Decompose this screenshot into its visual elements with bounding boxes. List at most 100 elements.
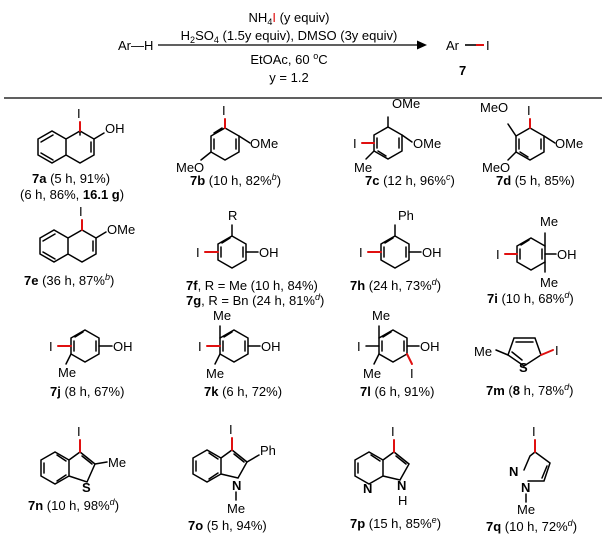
iodine-7j: I (49, 339, 53, 354)
me-7c: Me (354, 160, 372, 175)
product-ar: Ar (446, 38, 460, 53)
me-top-7k: Me (213, 308, 231, 323)
iodine-7a: I (77, 106, 81, 121)
meo-7b: MeO (176, 160, 204, 175)
structure-7q: I N N Me 7q (10 h, 72%d) (486, 424, 577, 534)
ome-top-7c: OMe (392, 96, 420, 111)
structure-7o: I N Me Ph 7o (5 h, 94%) (188, 422, 276, 533)
arrow-head (417, 40, 427, 50)
structure-7f-7g: R OH I 7f, R = Me (10 h, 84%) 7g, R = Bn… (186, 208, 324, 308)
structure-7l: Me OH I Me I 7l (6 h, 91%) (357, 308, 440, 399)
product-iodine: I (486, 38, 490, 53)
iodine-right-7l: I (410, 366, 414, 381)
iodine-7k: I (198, 339, 202, 354)
caption-7a: 7a (5 h, 91%) (32, 171, 110, 186)
me-7o: Me (227, 501, 245, 516)
structure-7p: I N N H 7p (15 h, 85%e) (350, 424, 441, 531)
caption-7d: 7d (5 h, 85%) (496, 173, 575, 188)
nitrogen-left-7q: N (509, 464, 518, 479)
oh-7a: OH (105, 121, 125, 136)
caption-7b: 7b (10 h, 82%b) (190, 172, 281, 188)
iodine-7b: I (222, 103, 226, 118)
ome-right-7c: OMe (413, 136, 441, 151)
structure-7d: I MeO OMe MeO 7d (5 h, 85%) (480, 100, 583, 188)
me-bottom-7l: Me (363, 366, 381, 381)
me-bottom-7k: Me (206, 366, 224, 381)
iodine-7f: I (196, 245, 200, 260)
caption-7k: 7k (6 h, 72%) (204, 384, 282, 399)
me-7m: Me (474, 344, 492, 359)
meo-bottom-7d: MeO (482, 160, 510, 175)
structure-7m: Me S I 7m (8 h, 78%d) (474, 337, 573, 398)
ome-7e: OMe (107, 222, 135, 237)
oh-7k: OH (261, 339, 281, 354)
caption-7o: 7o (5 h, 94%) (188, 518, 267, 533)
caption-7a-line2: (6 h, 86%, 16.1 g) (20, 187, 124, 202)
reagent-line-2: H2SO4 (1.5y equiv), DMSO (3y equiv) (181, 28, 398, 45)
me-7j: Me (58, 365, 76, 380)
condition-line-2: y = 1.2 (269, 70, 308, 85)
reagent-line-1: NH4I (y equiv) (249, 10, 330, 27)
sulfur-7m: S (519, 360, 528, 375)
iodine-7i: I (496, 247, 500, 262)
reaction-header: Ar—H NH4I (y equiv) H2SO4 (1.5y equiv), … (118, 10, 490, 85)
ome-7d: OMe (555, 136, 583, 151)
me-bottom-7i: Me (540, 275, 558, 290)
me-top-7l: Me (372, 308, 390, 323)
iodine-7p: I (391, 424, 395, 439)
hydrogen-7p: H (398, 493, 407, 508)
oh-7i: OH (557, 247, 577, 262)
sulfur-7n: S (82, 480, 91, 495)
structure-7c: OMe OMe I Me 7c (12 h, 96%c) (353, 96, 455, 188)
substrate-label: Ar—H (118, 38, 153, 53)
oh-7f: OH (259, 245, 279, 260)
nitrogen-bottom-7q: N (521, 480, 530, 495)
caption-7g: 7g, R = Bn (24 h, 81%d) (186, 292, 324, 308)
caption-7c: 7c (12 h, 96%c) (365, 172, 455, 188)
nitrogen-nh-7p: N (397, 478, 406, 493)
oh-7j: OH (113, 339, 133, 354)
oh-7h: OH (422, 245, 442, 260)
iodine-7n: I (77, 424, 81, 439)
iodine-7m: I (555, 343, 559, 358)
meo-top-7d: MeO (480, 100, 508, 115)
caption-7i: 7i (10 h, 68%d) (487, 290, 574, 306)
iodine-left-7l: I (357, 339, 361, 354)
structure-7i: Me OH Me I 7i (10 h, 68%d) (487, 214, 577, 306)
structure-7b: I OMe MeO 7b (10 h, 82%b) (176, 103, 281, 188)
me-top-7i: Me (540, 214, 558, 229)
me-7n: Me (108, 455, 126, 470)
iodine-7c: I (353, 136, 357, 151)
me-7q: Me (517, 502, 535, 517)
structure-7e: I OMe 7e (36 h, 87%b) (24, 204, 135, 288)
structure-7j: OH I Me 7j (8 h, 67%) (49, 329, 133, 399)
oh-7l: OH (420, 339, 440, 354)
structure-7h: Ph OH I 7h (24 h, 73%d) (350, 208, 442, 293)
nitrogen-7o: N (232, 478, 241, 493)
caption-7m: 7m (8 h, 78%d) (486, 382, 573, 398)
caption-7p: 7p (15 h, 85%e) (350, 515, 441, 531)
caption-7f: 7f, R = Me (10 h, 84%) (186, 278, 318, 293)
iodine-7e: I (79, 204, 83, 219)
iodine-7d: I (527, 103, 531, 118)
iodine-7o: I (229, 422, 233, 437)
caption-7h: 7h (24 h, 73%d) (350, 277, 441, 293)
caption-7n: 7n (10 h, 98%d) (28, 497, 119, 513)
condition-line-1: EtOAc, 60 oC (250, 51, 327, 67)
caption-7e: 7e (36 h, 87%b) (24, 272, 114, 288)
caption-7j: 7j (8 h, 67%) (50, 384, 124, 399)
r-group-7f: R (228, 208, 237, 223)
structure-7k: Me OH I Me 7k (6 h, 72%) (198, 308, 282, 399)
ph-7h: Ph (398, 208, 414, 223)
product-number: 7 (459, 63, 466, 78)
caption-7l: 7l (6 h, 91%) (360, 384, 434, 399)
structure-7n: I S Me 7n (10 h, 98%d) (28, 424, 126, 513)
iodine-7q: I (532, 424, 536, 439)
ph-7o: Ph (260, 443, 276, 458)
caption-7q: 7q (10 h, 72%d) (486, 518, 577, 534)
ome-7b: OMe (250, 136, 278, 151)
structure-7a: I OH 7a (5 h, 91%) (6 h, 86%, 16.1 g) (20, 106, 125, 202)
nitrogen-ring-7p: N (363, 481, 372, 496)
iodine-7h: I (359, 245, 363, 260)
